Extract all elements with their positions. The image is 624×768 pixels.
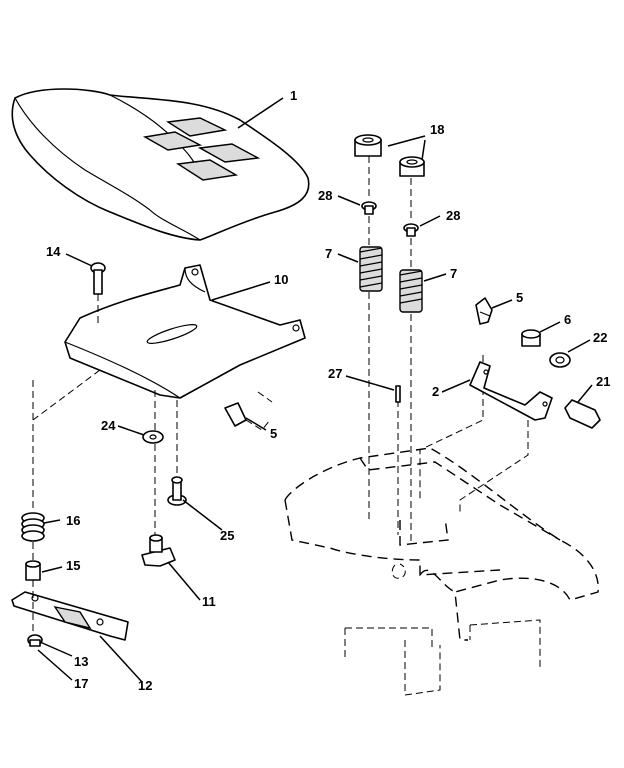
pivot-bolt — [90, 262, 106, 325]
latch-left — [224, 391, 273, 431]
fender-outline — [284, 447, 599, 696]
spacer-left — [354, 134, 382, 157]
seat-bracket-plate — [11, 591, 129, 641]
callout-7-right: 7 — [450, 266, 457, 281]
latch-right — [475, 297, 493, 325]
nut-22 — [549, 352, 571, 368]
callout-1: 1 — [290, 88, 297, 103]
assembly-centerlines — [32, 156, 529, 636]
callout-2: 2 — [432, 384, 439, 399]
callout-5-right: 5 — [516, 290, 523, 305]
seat-spring-left — [359, 246, 383, 292]
leader-lines — [37, 97, 593, 683]
callout-21: 21 — [596, 374, 610, 389]
callout-27: 27 — [328, 366, 342, 381]
callout-12: 12 — [138, 678, 152, 693]
callout-16: 16 — [66, 513, 80, 528]
bushing-6 — [521, 329, 541, 347]
seat-spring-right — [399, 269, 423, 313]
callout-25: 25 — [220, 528, 234, 543]
bolt-left — [361, 201, 377, 215]
callout-11: 11 — [202, 594, 216, 609]
callout-6: 6 — [564, 312, 571, 327]
callout-22: 22 — [593, 330, 607, 345]
callout-5-left: 5 — [270, 426, 277, 441]
callout-28-left: 28 — [318, 188, 332, 203]
lock-nut — [27, 634, 43, 647]
seat-adjust-bracket — [469, 361, 553, 421]
callout-18: 18 — [430, 122, 444, 137]
small-spring — [21, 512, 45, 542]
callout-14: 14 — [46, 244, 61, 259]
seat — [11, 88, 310, 241]
seat-pan — [64, 264, 306, 399]
callout-13: 13 — [74, 654, 88, 669]
callout-17: 17 — [74, 676, 88, 691]
bolt-right — [403, 223, 419, 237]
callout-28-right: 28 — [446, 208, 460, 223]
callout-15: 15 — [66, 558, 80, 573]
callout-labels: 1 18 28 28 14 10 7 7 5 6 22 2 21 27 24 5… — [46, 88, 610, 693]
adjust-knob — [141, 534, 176, 567]
seat-knob-21 — [564, 399, 601, 429]
washer — [142, 430, 164, 444]
spacer-right — [399, 156, 425, 177]
callout-24: 24 — [101, 418, 116, 433]
callout-7-left: 7 — [325, 246, 332, 261]
bushing — [25, 560, 41, 581]
rod-27 — [395, 385, 401, 403]
shoulder-bolt — [167, 476, 187, 506]
callout-10: 10 — [274, 272, 288, 287]
